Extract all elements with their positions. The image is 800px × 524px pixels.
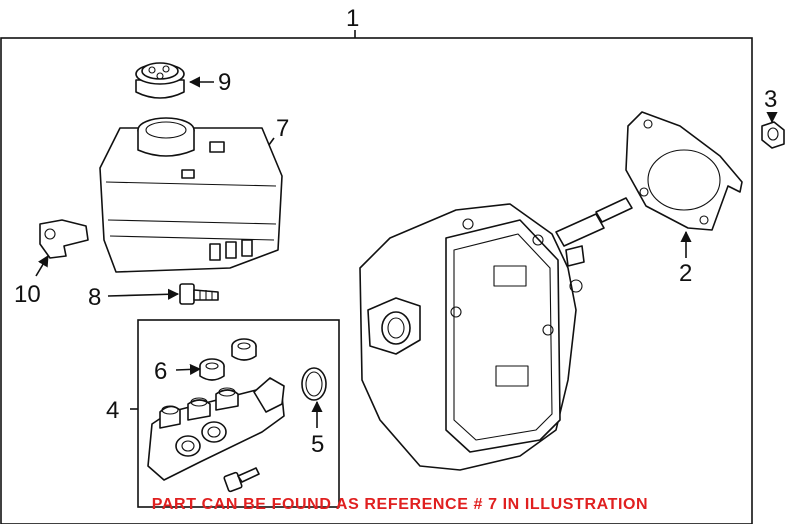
callout-6: 6 [154, 358, 167, 385]
callout-10: 10 [14, 281, 41, 308]
reservoir-grommets-part [199, 338, 257, 381]
hose-connector-part [39, 219, 89, 259]
callout-4: 4 [106, 397, 119, 424]
arrow-6 [175, 363, 202, 376]
callout-1: 1 [346, 5, 359, 32]
callout-8: 8 [88, 284, 101, 311]
callout-2: 2 [679, 260, 692, 287]
callout-3: 3 [764, 86, 777, 113]
arrow-10 [35, 255, 49, 277]
nut-part [761, 121, 785, 149]
fluid-reservoir-part [99, 117, 283, 273]
gasket-part [625, 111, 743, 231]
callout-9: 9 [218, 69, 231, 96]
reservoir-cap-part [135, 62, 185, 99]
master-cylinder-part [147, 377, 285, 481]
reference-notice: PART CAN BE FOUND AS REFERENCE # 7 IN IL… [151, 496, 649, 513]
mounting-bolt-part [179, 283, 219, 305]
subassembly-frame [137, 319, 340, 508]
callout-5: 5 [311, 431, 324, 458]
callout-7: 7 [276, 115, 289, 142]
arrow-8 [107, 288, 180, 300]
o-ring-part [301, 367, 327, 401]
brake-booster-part [359, 197, 633, 471]
assembly-frame [0, 37, 753, 524]
cylinder-bolt-part [223, 467, 260, 493]
